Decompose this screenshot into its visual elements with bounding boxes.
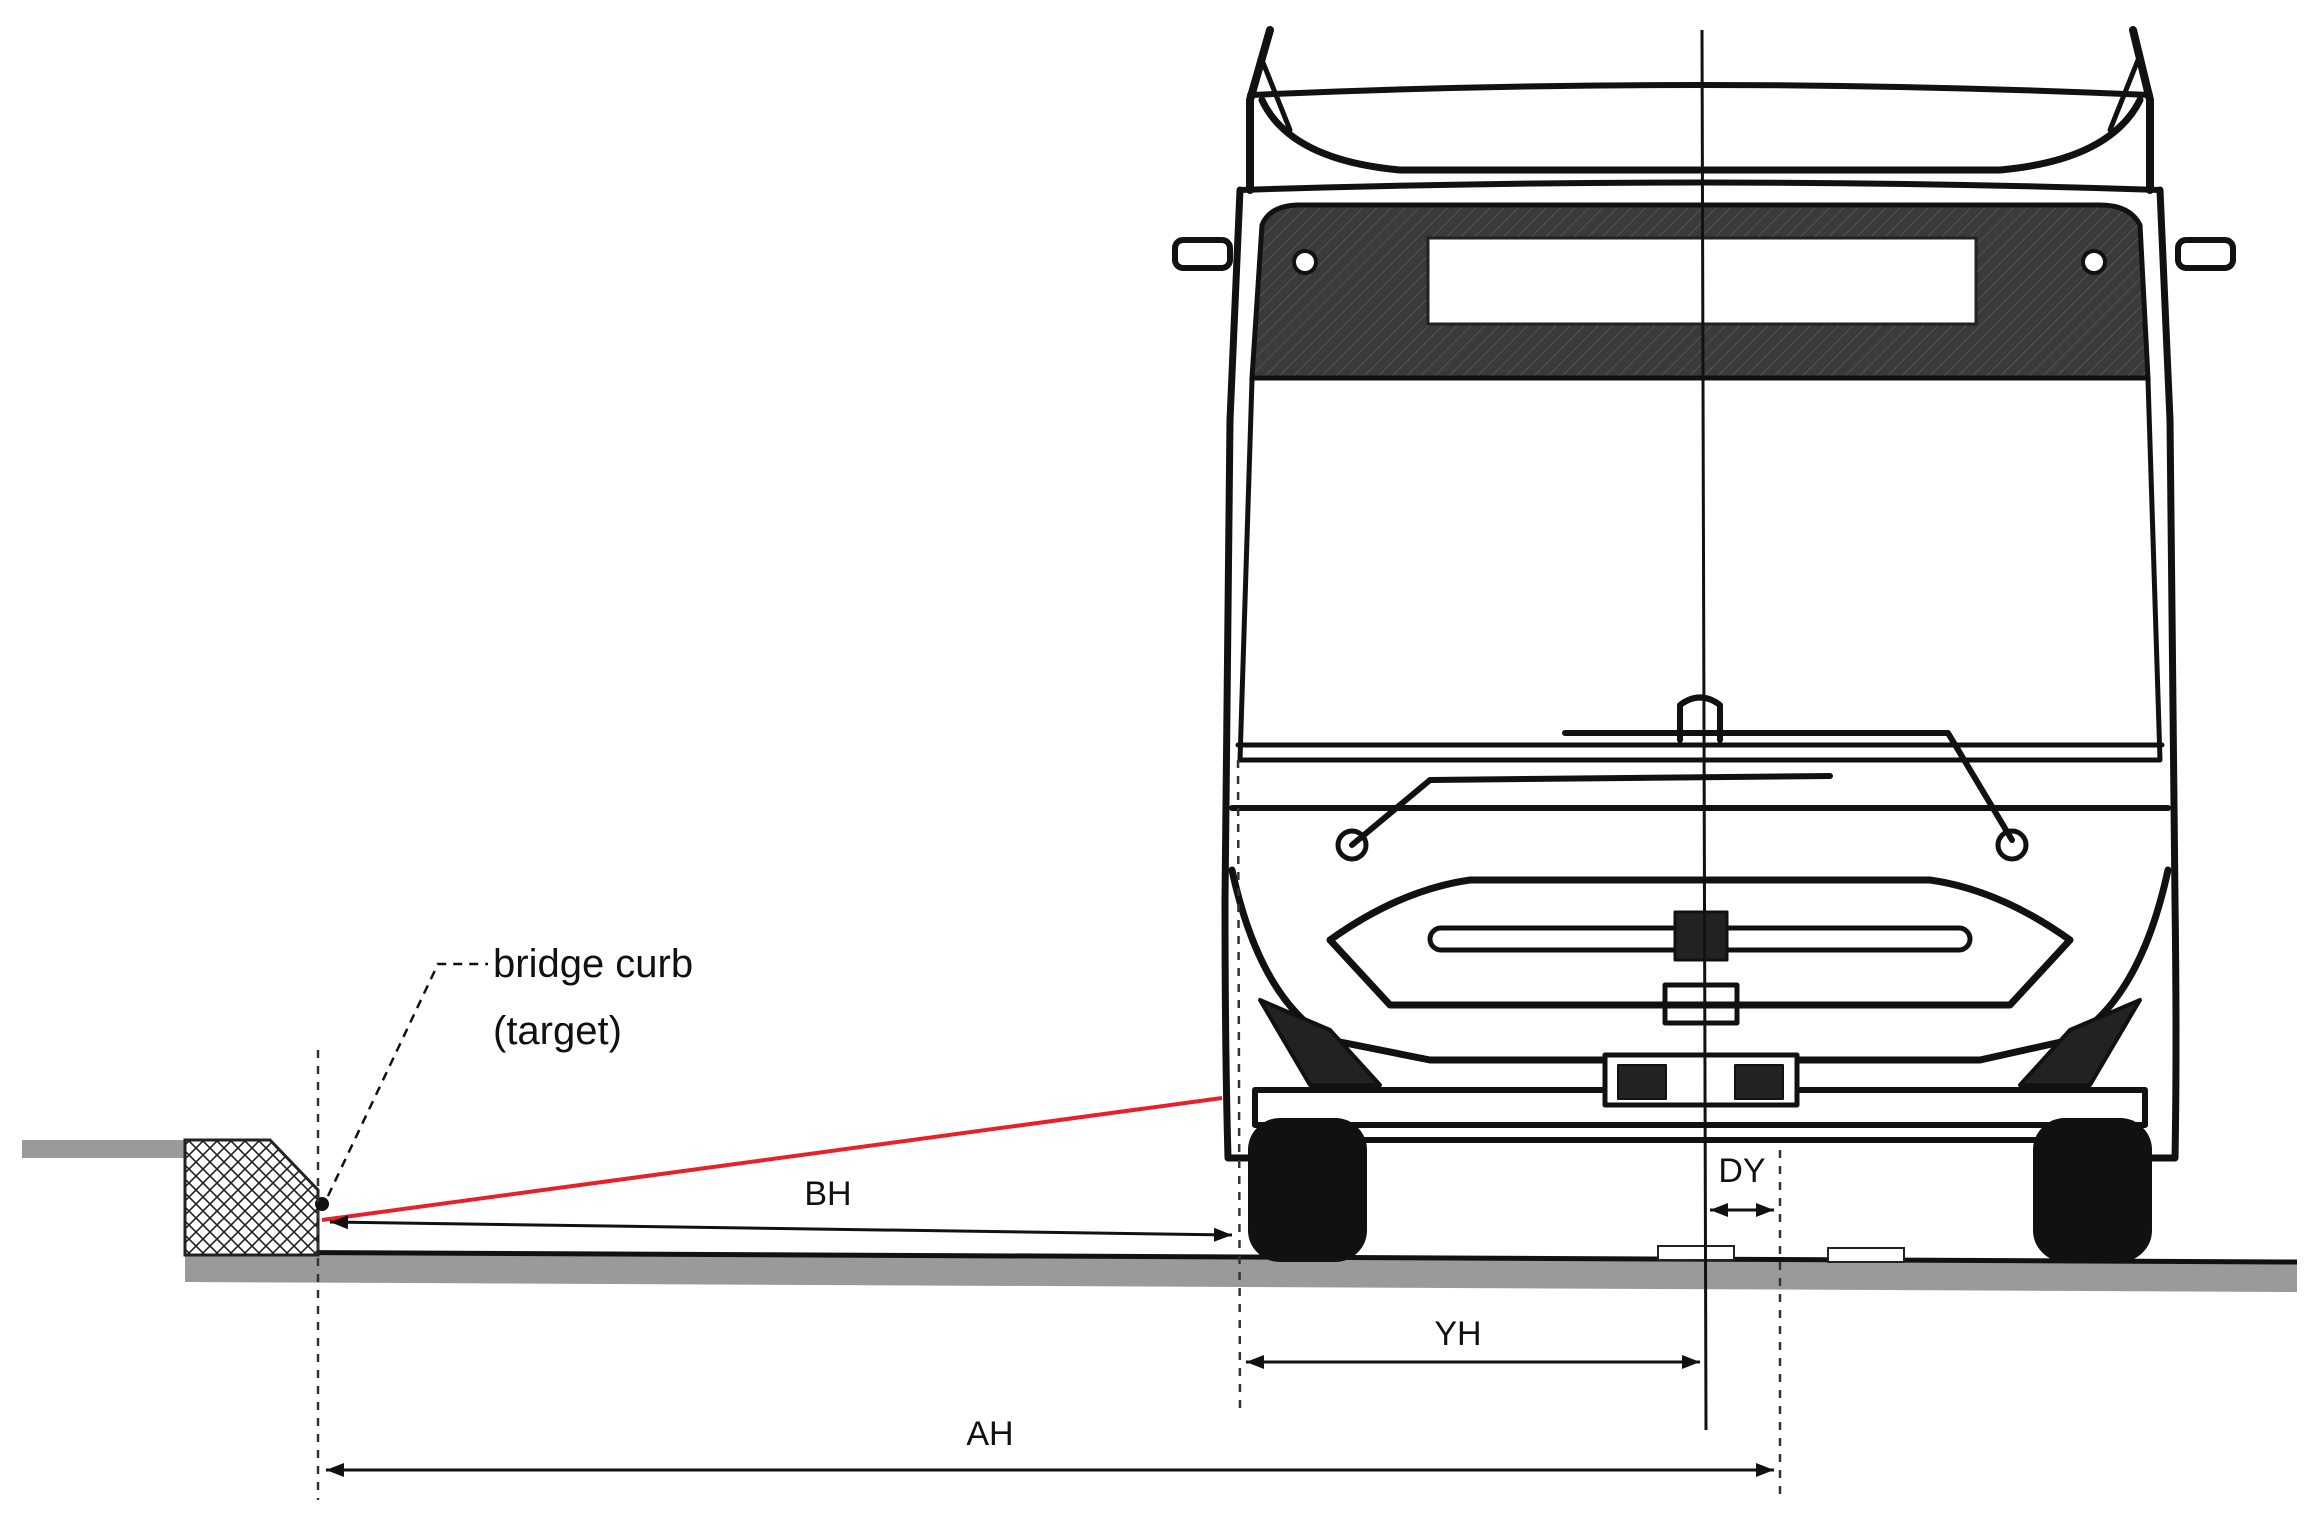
right-mirror <box>2175 237 2236 271</box>
bh-label: BH <box>804 1175 851 1213</box>
yh-label: YH <box>1434 1315 1481 1353</box>
callout-label-line1: bridge curb <box>493 942 693 986</box>
bus-front-view <box>1172 26 2236 1162</box>
bus-centerline <box>1700 29 1708 1431</box>
laser-ray <box>321 1096 1223 1222</box>
bus-body-top-edge <box>1237 179 2163 193</box>
bus-roof-upper <box>1259 57 2141 133</box>
plate-right-block <box>1734 1064 1784 1100</box>
road-marker-1 <box>1657 1245 1735 1261</box>
right-wiper-pivot <box>1995 828 2029 862</box>
left-marker-lamp <box>1292 249 1318 275</box>
bridge-curb <box>183 1138 329 1257</box>
front-fascia-outer <box>1228 866 2172 1064</box>
road <box>22 1140 2298 1292</box>
front-logo-box <box>1662 982 1740 1026</box>
plate-left-block <box>1617 1064 1667 1100</box>
bus-body-outline <box>1221 186 2180 1162</box>
windshield <box>1237 377 2163 763</box>
bus-roof-arch <box>1258 96 2144 174</box>
right-marker-lamp <box>2081 249 2107 275</box>
bh-dimension-arrow <box>329 1215 1233 1242</box>
curb-block <box>183 1138 320 1257</box>
front-bumper <box>1252 1087 2148 1128</box>
bus-roof-top <box>1247 82 2153 98</box>
right-front-wheel <box>2033 1118 2152 1262</box>
left-headlight <box>1258 998 1382 1087</box>
front-fascia-upper <box>1326 876 2074 1009</box>
road-marker-2 <box>1827 1247 1905 1263</box>
callout-label-line2: (target) <box>493 1009 622 1053</box>
left-wiper <box>1349 773 1833 848</box>
wiper-hub <box>1677 694 1723 743</box>
right-headlight <box>2018 998 2142 1087</box>
left-wiper-pivot <box>1335 828 1369 862</box>
callout-leader-line <box>326 962 488 1197</box>
bus-roof-frame <box>1246 26 2154 194</box>
right-wiper <box>1562 730 2015 843</box>
left-mirror <box>1172 237 1233 271</box>
left-sidewalk <box>22 1140 187 1158</box>
dy-label: DY <box>1718 1152 1765 1190</box>
front-emblem <box>1673 910 1729 962</box>
ah-label: AH <box>966 1415 1013 1453</box>
reference-guide-lines <box>316 29 1782 1500</box>
bus-windshield-area <box>1228 377 2172 1143</box>
road-top-edge <box>184 1249 2298 1265</box>
left-front-wheel <box>1248 1118 1367 1262</box>
bus-side-reference-line <box>1236 759 1242 1411</box>
